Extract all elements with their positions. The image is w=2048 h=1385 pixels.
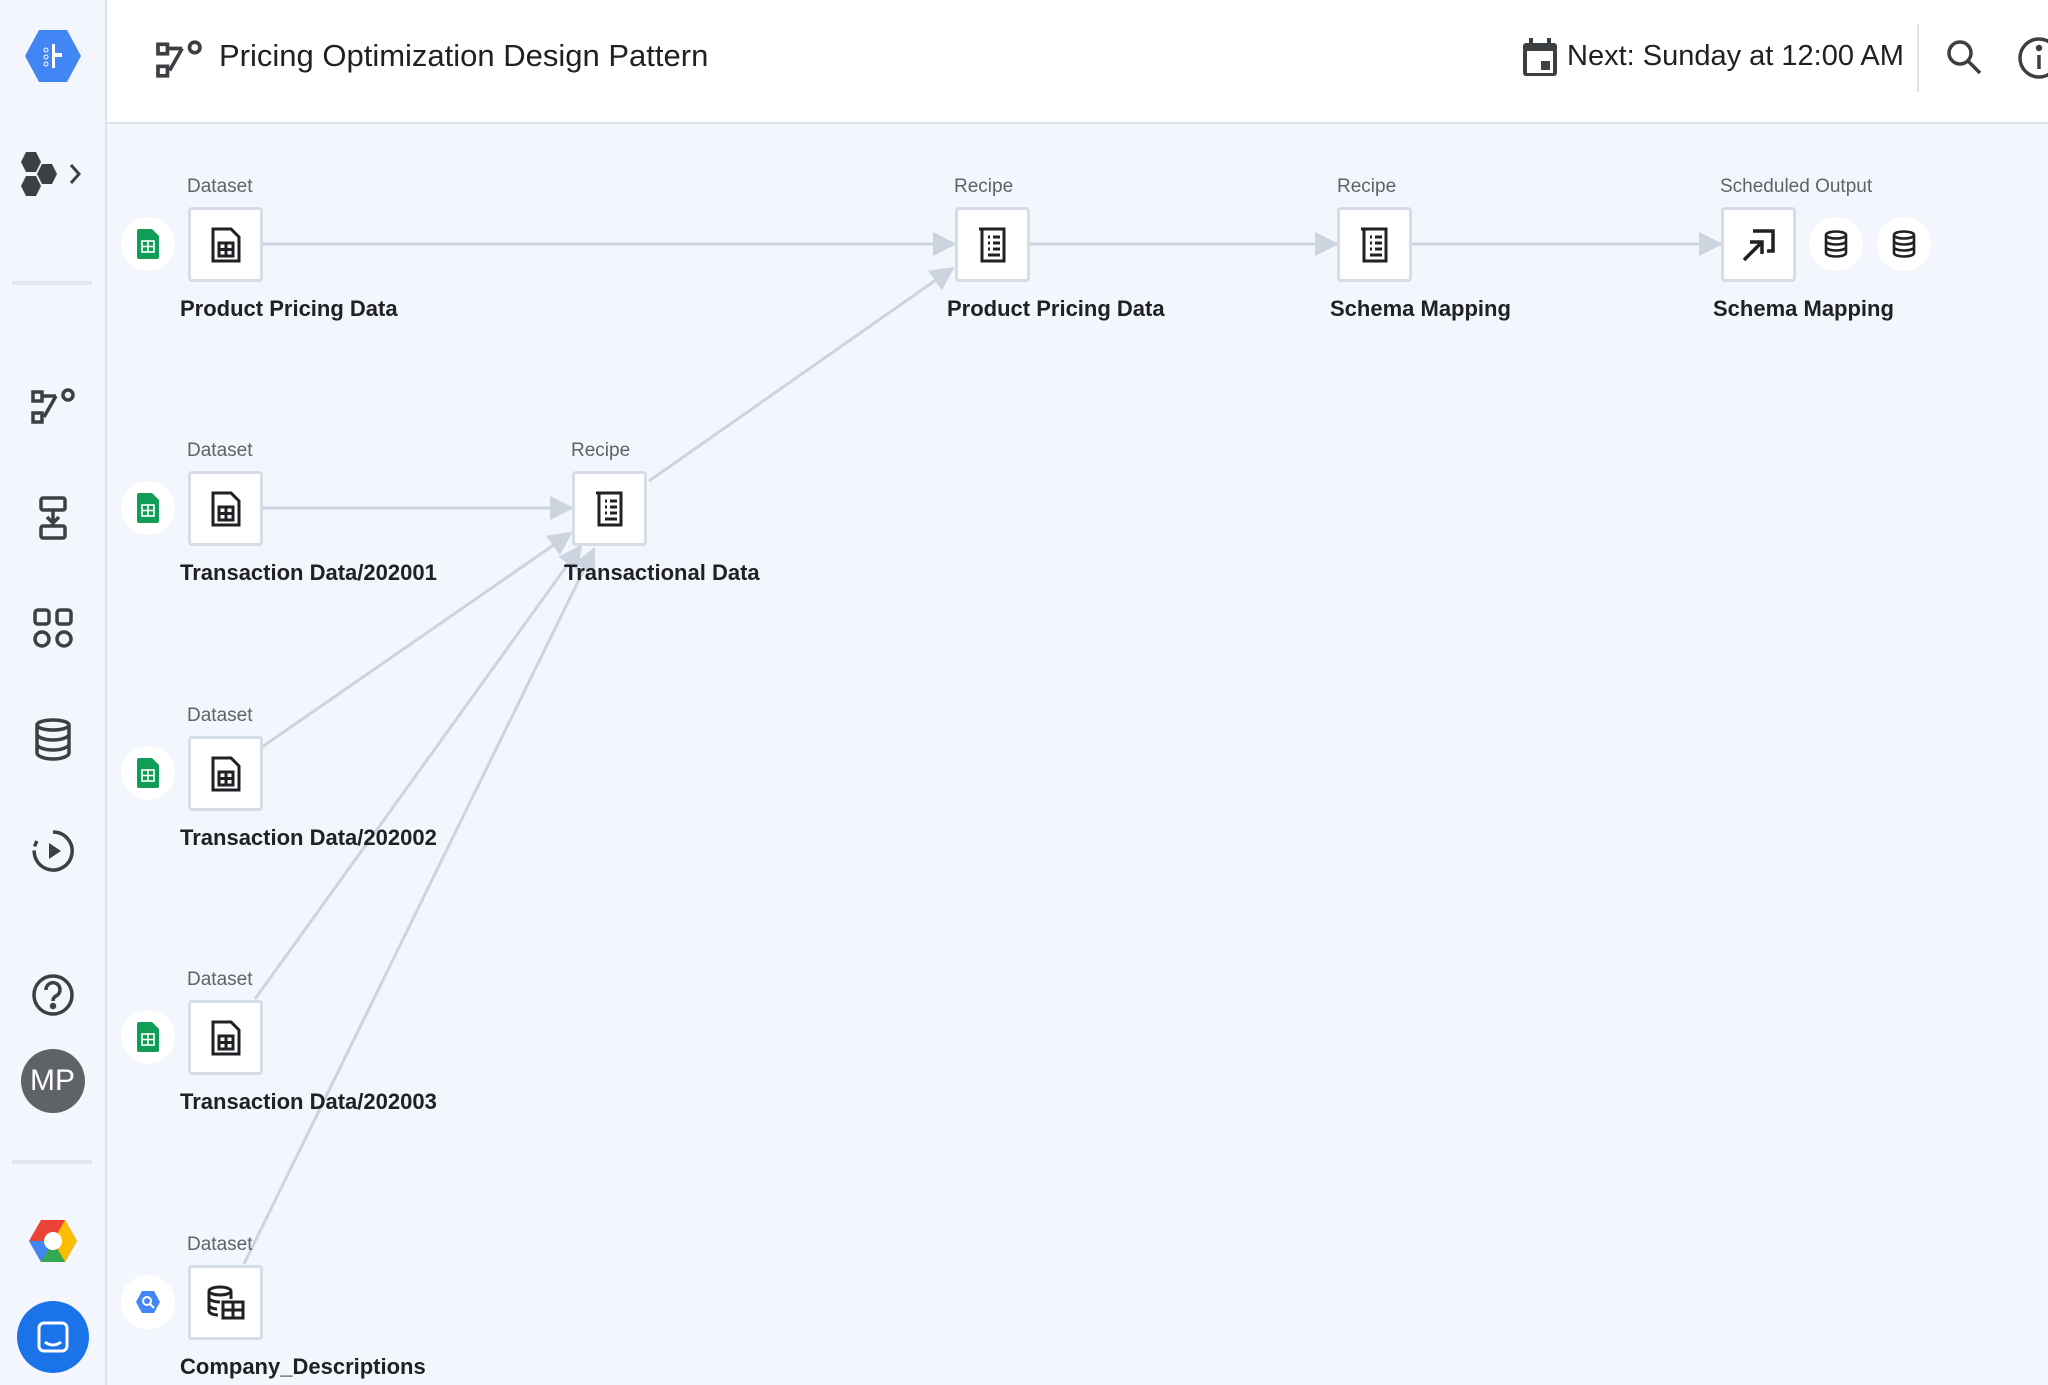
chat-icon [16,1301,89,1373]
edge [253,544,583,1000]
page-title: Pricing Optimization Design Pattern [219,38,709,73]
node-name: Product Pricing Data [180,296,398,321]
node-type: Recipe [571,440,631,461]
node-type: Recipe [954,176,1014,197]
node-type: Dataset [187,176,253,197]
user-avatar[interactable]: MP [0,1049,105,1113]
google-sheets-icon [121,746,175,800]
node-name: Transactional Data [564,560,760,585]
dataset-file-icon[interactable] [188,736,263,811]
library-icon[interactable] [0,607,105,649]
node-name: Transaction Data/202003 [180,1089,437,1114]
dataprep-logo[interactable] [0,28,105,84]
node-name: Transaction Data/202002 [180,825,437,850]
google-sheets-icon [121,217,175,271]
recipe-icon[interactable] [955,207,1030,282]
node-type: Recipe [1337,176,1397,197]
help-icon[interactable] [0,973,105,1017]
table-database-icon[interactable] [188,1265,263,1340]
flow-icon [156,40,202,78]
avatar-initials: MP [20,1049,85,1113]
node-type: Scheduled Output [1720,176,1873,197]
output-arrow-icon[interactable] [1721,207,1796,282]
calendar-icon [1523,38,1557,76]
node-type: Dataset [187,705,253,726]
node-name: Product Pricing Data [947,296,1165,321]
flow-canvas[interactable]: Dataset Product Pricing Data Dataset Tra… [107,124,2048,1385]
sidebar: MP [0,0,107,1385]
chat-support-button[interactable] [0,1301,105,1373]
sidebar-divider [12,281,92,285]
dataset-file-icon[interactable] [188,1000,263,1075]
header: Pricing Optimization Design Pattern Next… [107,0,2048,124]
header-divider [1917,24,1919,92]
flows-icon[interactable] [0,386,105,426]
project-switcher[interactable] [0,150,105,200]
node-name: Company_Descriptions [180,1354,426,1379]
node-type: Dataset [187,1234,253,1255]
database-icon[interactable] [0,717,105,761]
google-sheets-icon [121,481,175,535]
bigquery-icon [121,1275,175,1329]
info-icon[interactable] [2017,36,2048,80]
sidebar-divider [12,1160,92,1164]
edge [648,266,955,483]
schedule-next-run[interactable]: Next: Sunday at 12:00 AM [1567,40,1904,72]
jobs-icon[interactable] [0,495,105,541]
dataset-file-icon[interactable] [188,471,263,546]
node-name: Transaction Data/202001 [180,560,437,585]
edge [242,547,596,1265]
output-database-icon[interactable] [1809,217,1863,271]
node-name: Schema Mapping [1713,296,1894,321]
gcp-logo-icon[interactable] [0,1217,105,1265]
job-runs-icon[interactable] [0,829,105,873]
node-name: Schema Mapping [1330,296,1511,321]
output-database-icon[interactable] [1877,217,1931,271]
node-type: Dataset [187,969,253,990]
recipe-icon[interactable] [1337,207,1412,282]
search-icon[interactable] [1945,38,1983,76]
node-type: Dataset [187,440,253,461]
dataset-file-icon[interactable] [188,207,263,282]
google-sheets-icon [121,1010,175,1064]
recipe-icon[interactable] [572,471,647,546]
